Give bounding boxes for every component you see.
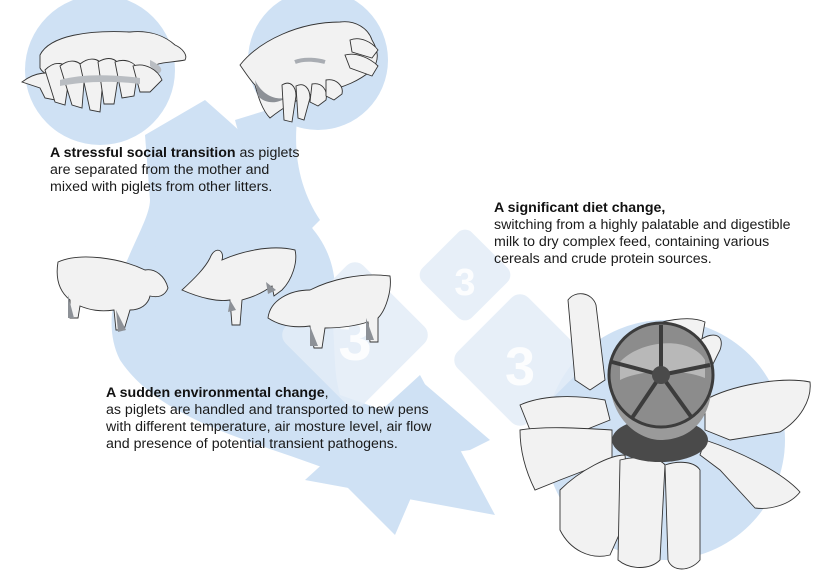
caption-diet-line2: switching from a highly palatable and di… [494,217,791,233]
caption-diet-line4: cereals and crude protein sources. [494,251,712,267]
sow-nursing-standing-illustration [21,31,187,113]
svg-text:3: 3 [454,262,475,304]
caption-social-line2: are separated from the mother and [50,162,270,178]
caption-social-line1: as piglets [235,145,300,161]
caption-social-transition: A stressful social transition as piglets… [50,145,380,196]
caption-env-title: A sudden environmental change [106,385,325,401]
caption-env-title-suffix: , [324,385,329,401]
caption-environmental-change: A sudden environmental change, as piglet… [106,385,451,453]
caption-social-title: A stressful social transition [50,145,236,161]
weaned-piglets-illustration [56,247,391,349]
caption-social-line3: mixed with piglets from other litters. [50,179,273,195]
caption-diet-change: A significant diet change, switching fro… [494,200,820,268]
feeder-with-piglets-illustration [519,293,811,570]
caption-diet-title: A significant diet change, [494,200,666,216]
caption-env-line2: as piglets are handled and transported t… [106,402,429,418]
sow-nursing-lying-illustration [239,21,379,123]
caption-env-line4: and presence of potential transient path… [106,436,398,452]
caption-diet-line3: milk to dry complex feed, containing var… [494,234,770,250]
arrow-head [305,375,495,515]
svg-text:3: 3 [505,337,535,397]
caption-env-line3: with different temperature, air mosture … [106,419,432,435]
